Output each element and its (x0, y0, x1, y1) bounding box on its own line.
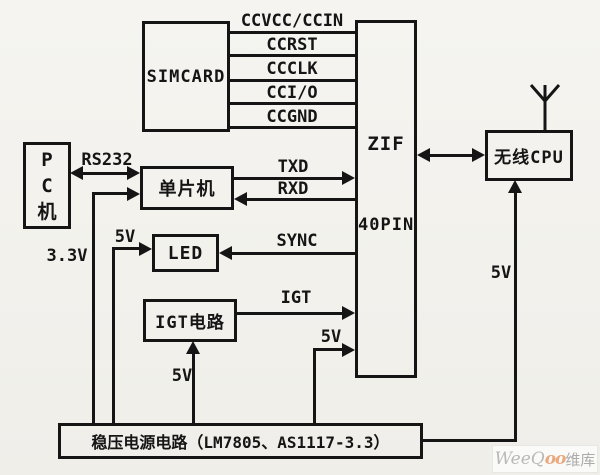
block-wireless-cpu: 无线CPU (485, 130, 573, 181)
led-label: LED (167, 242, 204, 264)
pc-label-char: 机 (37, 200, 57, 223)
arrowhead-rs232-right (127, 166, 140, 180)
wire-txd (234, 177, 343, 180)
wire-rxd (246, 198, 356, 201)
wire-3v3-vertical (92, 192, 95, 423)
simcard-label: SIMCARD (146, 66, 226, 87)
wire-ccclk (228, 79, 356, 82)
zif-pins-label: 40PIN (358, 215, 415, 235)
block-igt-circuit: IGT电路 (143, 299, 237, 342)
arrowhead-5v-zif (342, 343, 355, 357)
signal-label-ccclk: CCCLK (266, 59, 318, 79)
arrowhead-txd (342, 171, 355, 185)
block-mcu: 单片机 (140, 166, 234, 210)
wire-3v3-horizontal (92, 192, 128, 195)
signal-label-3v3: 3.3V (46, 246, 88, 266)
pc-label-char: P (41, 148, 53, 171)
signal-label-rxd: RXD (277, 179, 309, 199)
arrowhead-zif-cpu-right (472, 148, 485, 162)
block-zif: ZIF 40PIN (355, 20, 417, 378)
signal-label-ccio: CCI/O (266, 83, 318, 103)
arrowhead-sync (219, 246, 232, 260)
signal-label-igt: IGT (280, 288, 312, 308)
antenna-icon (529, 84, 561, 130)
arrowhead-rxd (234, 192, 247, 206)
signal-label-txd: TXD (277, 157, 309, 177)
igt-circuit-label: IGT电路 (155, 313, 225, 333)
signal-label-5v-cpu: 5V (490, 263, 512, 283)
pc-label-char: C (41, 174, 53, 197)
signal-label-5v-led: 5V (114, 227, 136, 247)
arrowhead-igt (342, 306, 355, 320)
wire-ccio (228, 102, 356, 105)
wire-ccrst (228, 54, 356, 57)
arrowhead-3v3 (127, 187, 140, 201)
wireless-cpu-label: 无线CPU (494, 148, 564, 168)
wire-igt (237, 312, 343, 315)
regulator-label: 稳压电源电路（LM7805、AS1117-3.3） (91, 433, 390, 452)
signal-label-ccvcc: CCVCC/CCIN (240, 11, 344, 31)
wire-5v-led-horizontal (112, 247, 140, 250)
watermark-cjk-text: 维库 (565, 451, 596, 469)
mcu-label: 单片机 (158, 179, 216, 200)
watermark-script-text: WeeQ (494, 449, 545, 469)
signal-label-rs232: RS232 (81, 150, 133, 170)
wire-ccvcc (228, 31, 356, 34)
block-led: LED (152, 234, 219, 272)
wire-5v-cpu-vertical (514, 191, 517, 442)
wire-5v-zif-vertical (313, 348, 316, 423)
signal-label-ccgnd: CCGND (266, 107, 318, 127)
signal-label-5v-igt: 5V (171, 366, 193, 386)
signal-label-5v-zif: 5V (320, 327, 342, 347)
arrowhead-5v-cpu (508, 180, 522, 193)
wire-5v-led-vertical (112, 247, 115, 423)
signal-label-ccrst: CCRST (266, 35, 318, 55)
wire-ccgnd (228, 126, 356, 129)
block-regulator: 稳压电源电路（LM7805、AS1117-3.3） (58, 423, 423, 459)
arrowhead-5v-led (139, 242, 152, 256)
wire-sync (231, 252, 356, 255)
arrowhead-rs232-left (70, 166, 83, 180)
arrowhead-5v-igt (186, 341, 200, 354)
zif-label: ZIF (367, 133, 405, 155)
block-pc: P C 机 (23, 142, 71, 229)
arrowhead-zif-cpu-left (417, 148, 430, 162)
watermark-dots: oo (544, 449, 567, 469)
block-simcard: SIMCARD (142, 21, 230, 132)
wire-5v-zif-horizontal (313, 348, 343, 351)
wire-5v-igt-vertical (192, 352, 195, 423)
wire-rs232 (80, 172, 132, 175)
signal-label-sync: SYNC (276, 231, 318, 251)
wire-zif-cpu (427, 154, 475, 157)
wire-5v-cpu-horizontal (422, 439, 517, 442)
